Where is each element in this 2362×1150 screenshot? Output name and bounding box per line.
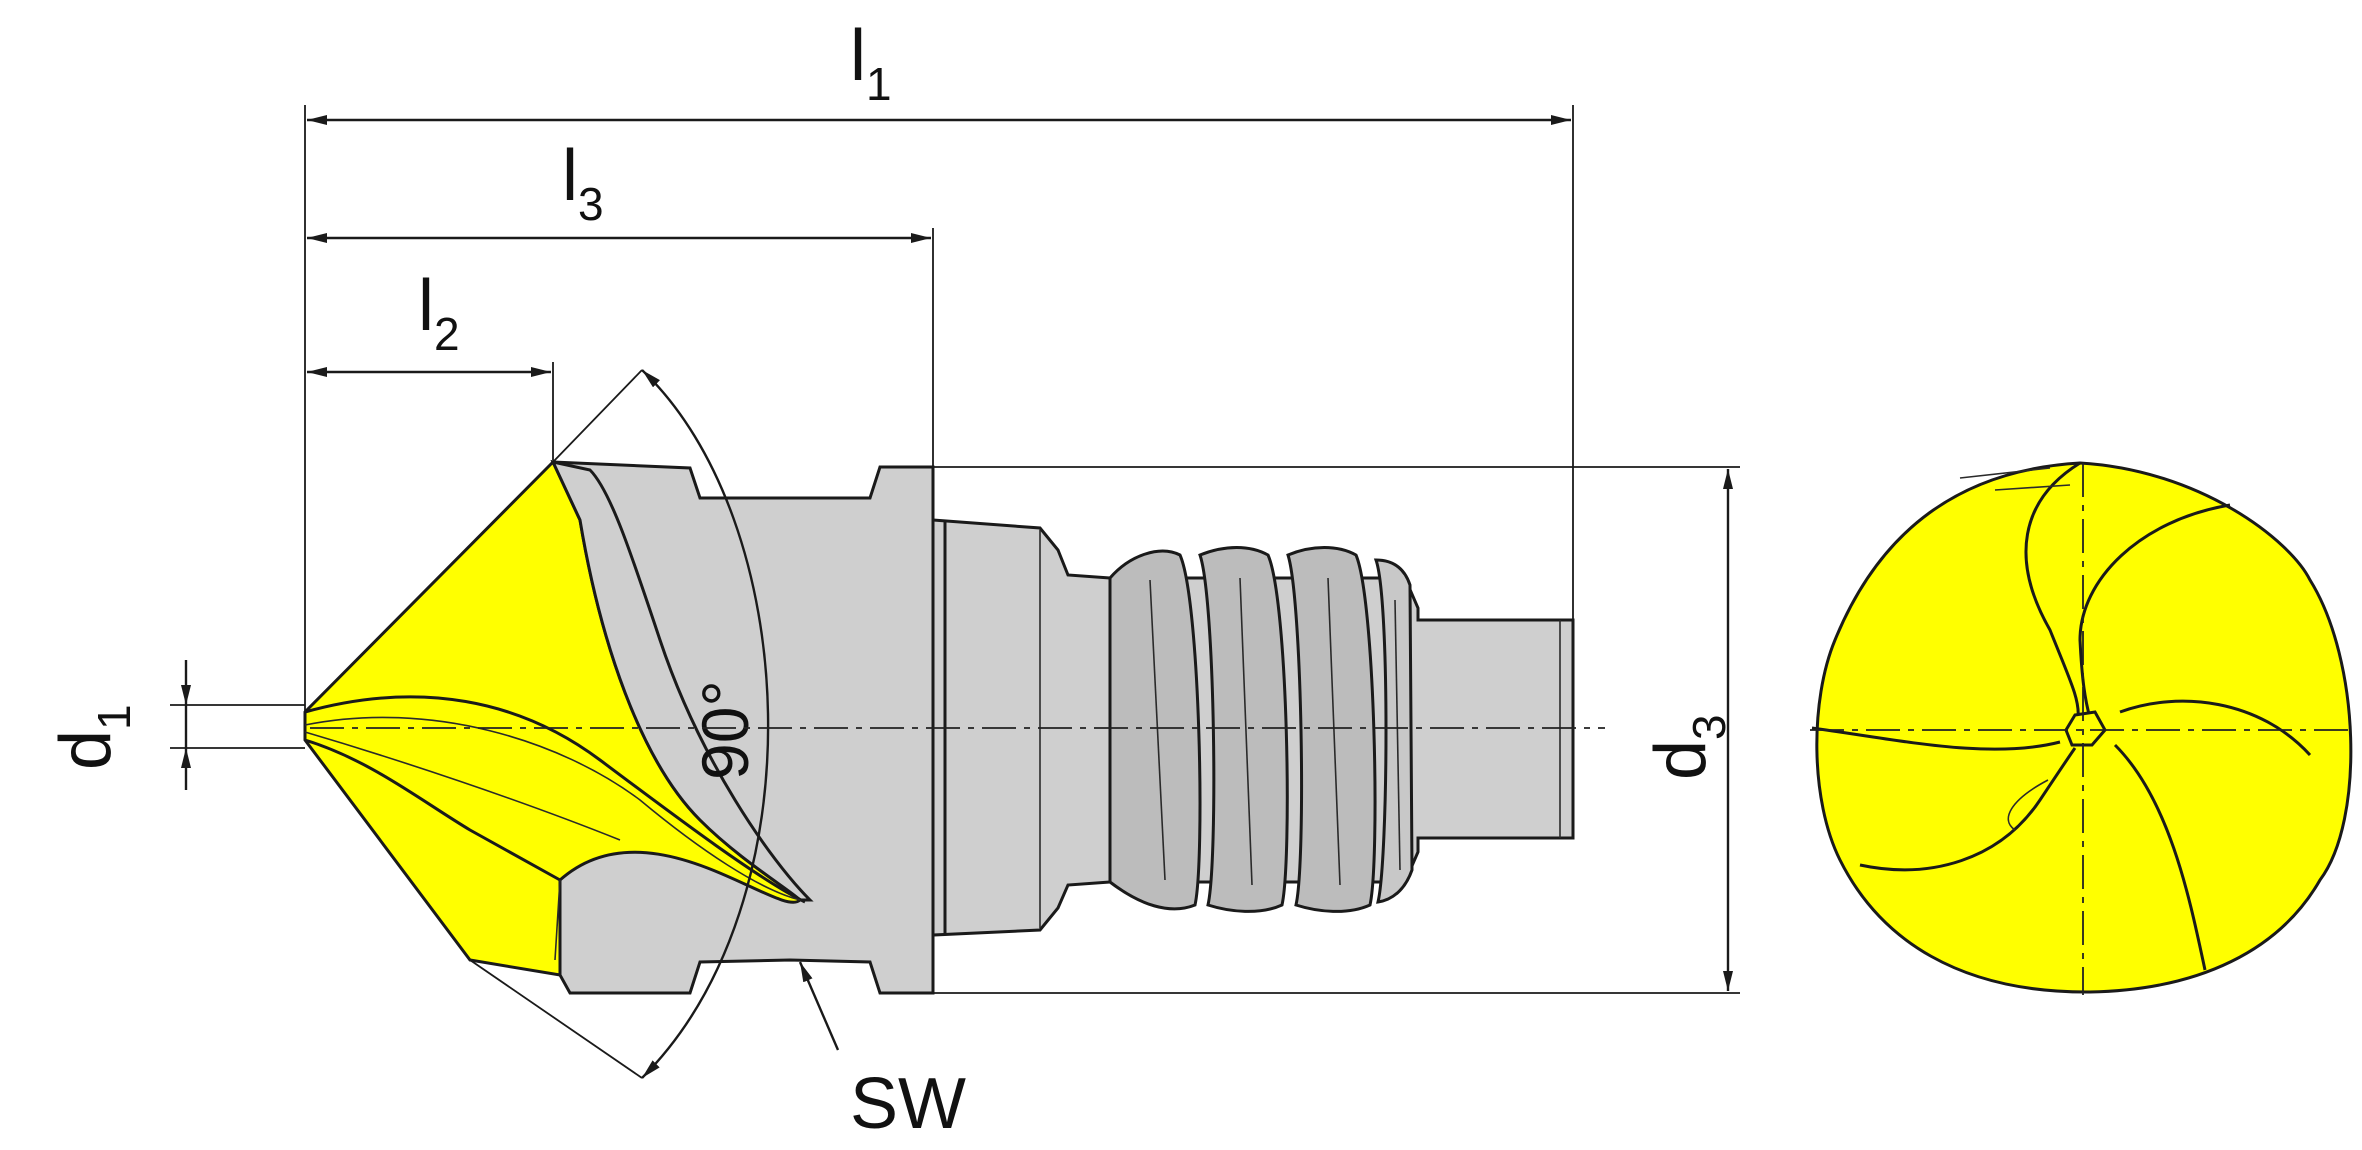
- dimension-d1: d1: [46, 660, 305, 790]
- thread: [1108, 546, 1414, 913]
- dim-l1-label: l1: [850, 16, 892, 110]
- dim-l3-label: l3: [562, 136, 604, 230]
- dimension-l1: l1: [304, 16, 1574, 715]
- angle-90: 90°: [469, 369, 770, 1079]
- cone-relief-face: [550, 459, 814, 902]
- sw-callout: SW: [798, 961, 966, 1144]
- dim-l2-label: l2: [418, 266, 460, 360]
- angle-label: 90°: [688, 680, 762, 780]
- dimension-d3: d3: [933, 466, 1740, 994]
- dimension-l2: l2: [307, 266, 554, 460]
- dimension-l3: l3: [307, 136, 934, 470]
- dim-d3-label: d3: [1641, 714, 1735, 780]
- sw-label: SW: [850, 1064, 966, 1144]
- tool-side-view: 90° SW: [303, 369, 1605, 1144]
- dim-d1-label: d1: [46, 704, 140, 770]
- tool-end-view: [1810, 461, 2353, 995]
